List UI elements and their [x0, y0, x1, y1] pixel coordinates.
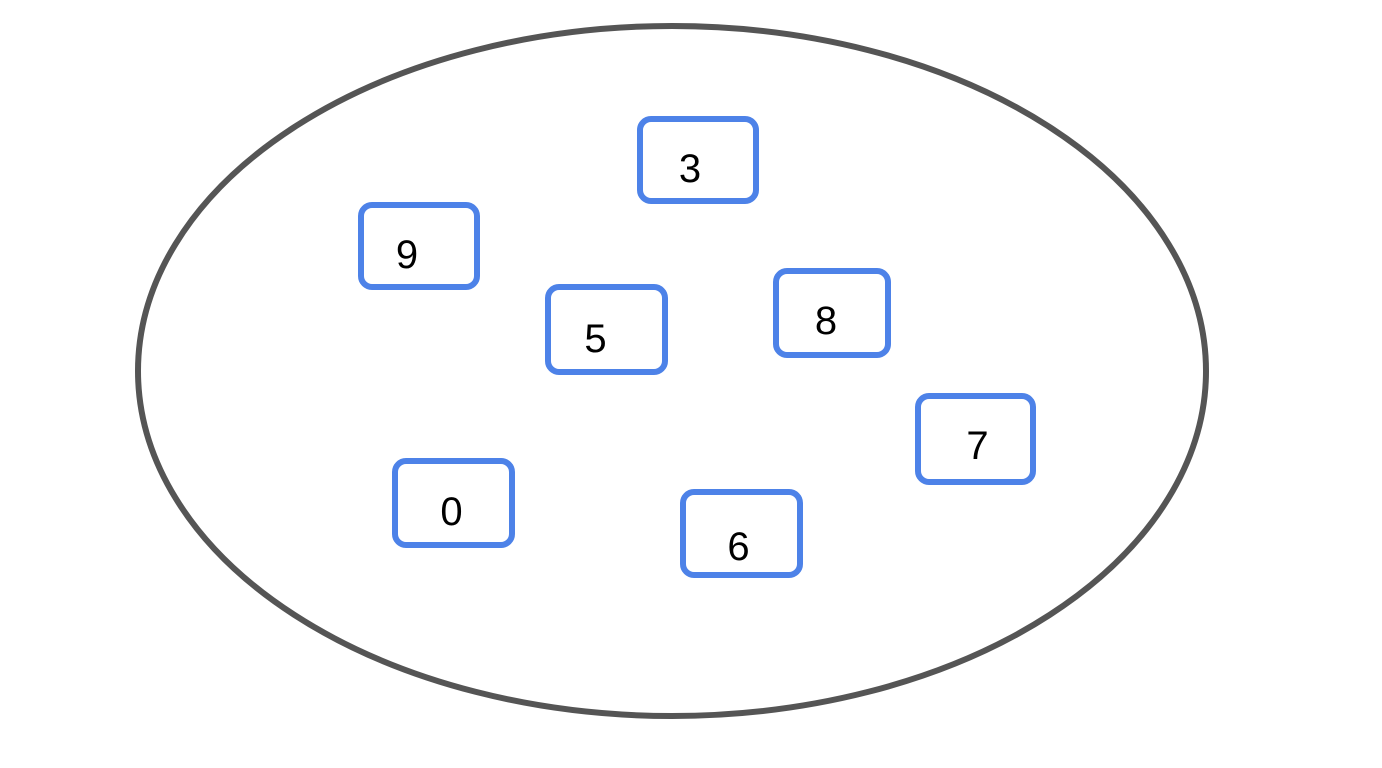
box-8-label: 8 — [814, 299, 838, 343]
box-0[interactable]: 0 — [392, 458, 515, 548]
box-7-label: 7 — [966, 424, 989, 468]
box-6-label: 6 — [727, 525, 750, 569]
box-3[interactable]: 3 — [637, 116, 759, 204]
box-9-label: 9 — [395, 233, 419, 277]
box-0-label: 0 — [440, 490, 463, 534]
box-9[interactable]: 9 — [358, 202, 480, 290]
box-5-label: 5 — [584, 317, 607, 361]
box-7[interactable]: 7 — [915, 393, 1036, 485]
box-5[interactable]: 5 — [545, 284, 668, 375]
box-6[interactable]: 6 — [680, 489, 803, 578]
box-3-label: 3 — [678, 147, 702, 191]
box-8[interactable]: 8 — [773, 268, 891, 358]
